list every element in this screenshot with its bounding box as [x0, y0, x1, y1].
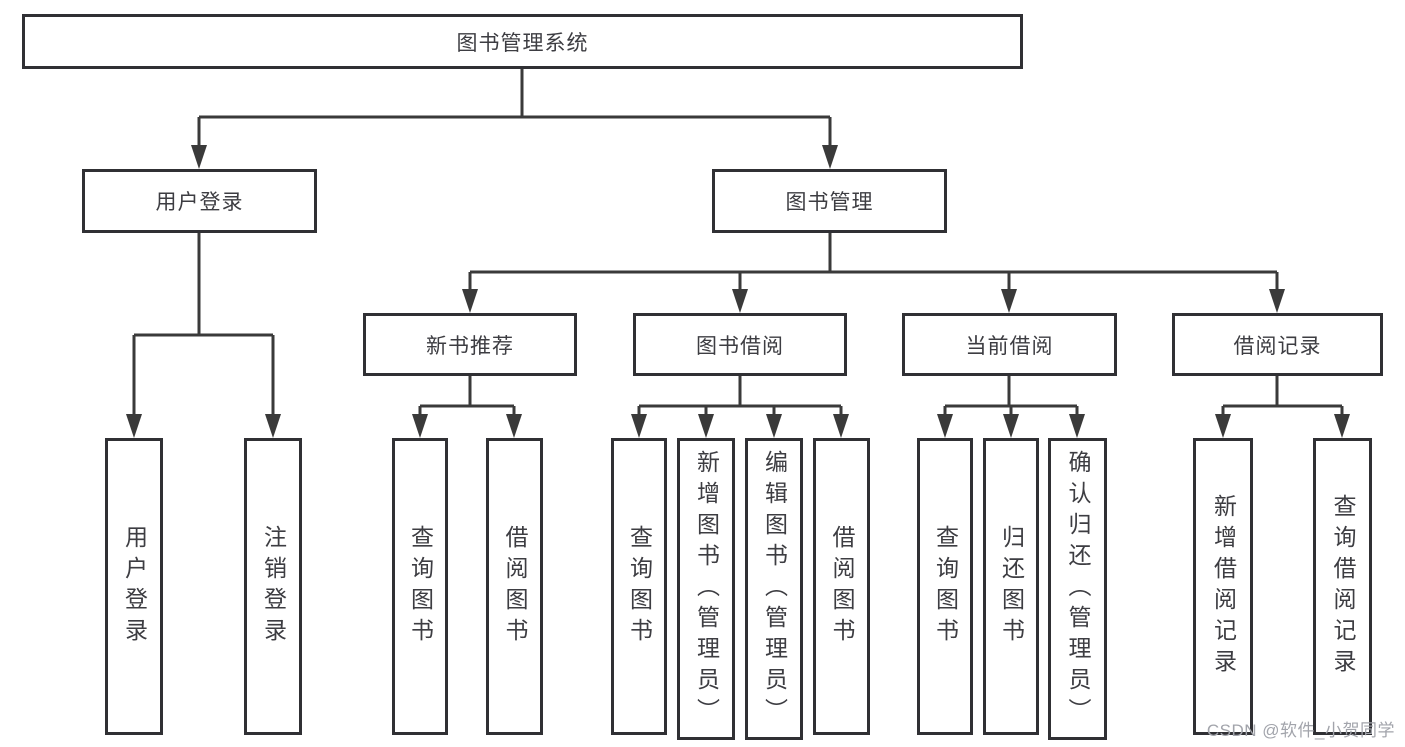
node-label: 借阅记录 — [1233, 334, 1322, 358]
leaf-query-books-recommend: 查询图书 — [392, 438, 448, 735]
node-current-borrow: 当前借阅 — [902, 313, 1117, 376]
leaf-label: 注销登录 — [260, 524, 287, 649]
leaf-query-borrow-record: 查询借阅记录 — [1313, 438, 1372, 735]
node-label: 新书推荐 — [426, 334, 514, 358]
leaf-label: 借阅图书 — [829, 524, 855, 649]
csdn-watermark: CSDN @软件_小贺同学 — [1206, 721, 1395, 740]
leaf-label: 新增借阅记录 — [1210, 493, 1237, 680]
leaf-borrow-books-recommend: 借阅图书 — [486, 438, 543, 735]
leaf-add-books-admin: 新增图书（管理员） — [677, 438, 735, 740]
leaf-user-login: 用户登录 — [105, 438, 163, 735]
leaf-return-books: 归还图书 — [983, 438, 1039, 735]
node-label: 用户登录 — [155, 191, 244, 214]
leaf-label: 查询图书 — [407, 524, 434, 649]
leaf-query-books-borrow: 查询图书 — [611, 438, 667, 735]
leaf-label: 查询图书 — [932, 524, 959, 649]
leaf-label: 查询图书 — [626, 524, 653, 649]
node-label: 图书管理 — [785, 191, 874, 214]
node-label: 图书管理系统 — [456, 31, 589, 55]
leaf-label: 查询借阅记录 — [1330, 493, 1356, 680]
leaf-label: 新增图书（管理员） — [693, 449, 720, 729]
leaf-edit-books-admin: 编辑图书（管理员） — [745, 438, 803, 740]
leaf-label: 借阅图书 — [502, 524, 528, 649]
node-library-management-system: 图书管理系统 — [22, 14, 1023, 69]
leaf-confirm-return-admin: 确认归还（管理员） — [1048, 438, 1107, 740]
leaf-label: 归还图书 — [998, 524, 1025, 649]
leaf-borrow-books-borrow: 借阅图书 — [813, 438, 870, 735]
leaf-label: 编辑图书（管理员） — [761, 449, 788, 729]
node-label: 图书借阅 — [696, 334, 784, 358]
leaf-label: 用户登录 — [121, 524, 148, 649]
leaf-query-books-current: 查询图书 — [917, 438, 973, 735]
node-label: 当前借阅 — [965, 334, 1054, 358]
node-new-book-recommend: 新书推荐 — [363, 313, 577, 376]
leaf-logout-login: 注销登录 — [244, 438, 302, 735]
node-book-borrow: 图书借阅 — [633, 313, 847, 376]
node-borrow-records: 借阅记录 — [1172, 313, 1383, 376]
leaf-label: 确认归还（管理员） — [1065, 449, 1091, 729]
node-book-management: 图书管理 — [712, 169, 947, 233]
leaf-add-borrow-record: 新增借阅记录 — [1193, 438, 1253, 735]
node-user-login: 用户登录 — [82, 169, 317, 233]
